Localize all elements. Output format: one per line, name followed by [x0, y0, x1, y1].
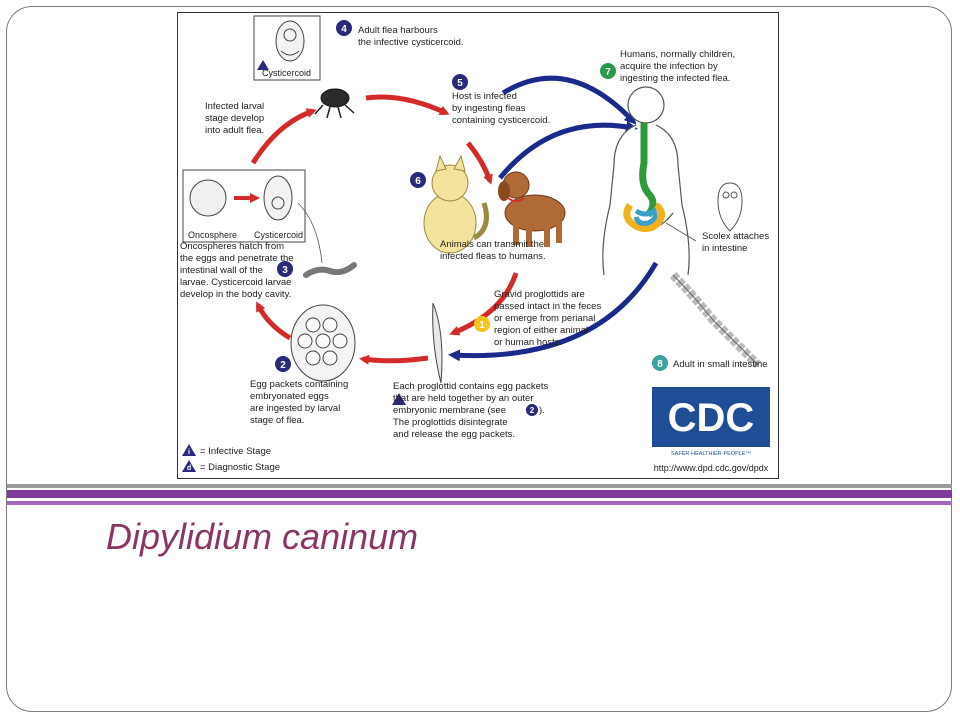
- larval-stage-text: Infected larval stage develop into adult…: [205, 101, 267, 136]
- digestive-tract-icon: [639, 123, 657, 218]
- legend: i = Infective Stage d = Diagnostic Stage: [182, 444, 280, 473]
- step-badge-5: [452, 74, 468, 90]
- slide-title: Dipylidium caninum: [106, 516, 419, 557]
- intestine-icon: [623, 202, 665, 232]
- svg-text:8: 8: [657, 359, 663, 370]
- svg-text:7: 7: [605, 67, 611, 78]
- arrow-eggs-to-larvae: [255, 301, 292, 341]
- divider-purple-thick: [7, 490, 952, 498]
- step-badge-4: [336, 20, 352, 36]
- oncosphere-label: Oncosphere: [188, 230, 237, 240]
- step-7-text: Humans, normally children, acquire the i…: [620, 49, 738, 84]
- step-badges: 1 2 3 4 5 6 7 8: [275, 20, 668, 372]
- step-badge-2: [275, 356, 291, 372]
- proglottid-ref-number: 2: [530, 406, 535, 415]
- egg-cluster: [297, 317, 348, 366]
- step-5-text: Host is infected by ingesting fleas cont…: [452, 91, 550, 126]
- diagnostic-icon-proglottid: [392, 393, 406, 405]
- step-3-text: Oncospheres hatch from the eggs and pene…: [180, 241, 296, 300]
- larva-icon: [303, 262, 357, 278]
- step-6-text: Animals can transmit the infected fleas …: [440, 239, 547, 262]
- infective-icon-top: [257, 60, 269, 70]
- cysticercoid-icon-middle: [263, 175, 293, 221]
- svg-text:d: d: [187, 465, 191, 472]
- infective-stage-icon: [182, 444, 196, 456]
- cdc-tagline: SAFER·HEALTHIER·PEOPLE™: [671, 451, 751, 457]
- step-1-text: Gravid proglottids are passed intact in …: [494, 289, 604, 348]
- cdc-logo-text: CDC: [668, 396, 755, 440]
- step-badge-3: [277, 261, 293, 277]
- diagnostic-stage-label: = Diagnostic Stage: [200, 462, 280, 473]
- proglottid-ref-badge: [526, 404, 538, 416]
- arrow-human-to-proglottid: [448, 261, 659, 362]
- cdc-logo: CDC SAFER·HEALTHIER·PEOPLE™ http://www.d…: [652, 387, 770, 473]
- arrow-host-to-animals: [466, 141, 493, 185]
- divider-purple-thin: [7, 501, 952, 505]
- svg-text:i: i: [188, 449, 190, 456]
- dog-icon: [498, 171, 566, 247]
- life-cycle-diagram: Cysticercoid Oncosphere Cysticercoid: [177, 12, 779, 479]
- cysticercoid-label-middle: Cysticercoid: [254, 230, 303, 240]
- cysticercoid-label-top: Cysticercoid: [262, 68, 311, 78]
- step-badge-7: [600, 63, 616, 79]
- flea-icon: [320, 88, 350, 108]
- step-8-text: Adult in small intestine: [673, 359, 768, 370]
- svg-text:2: 2: [280, 360, 286, 371]
- arrow-flea-to-host: [365, 94, 450, 116]
- proglottid-icon: [432, 302, 443, 384]
- svg-text:3: 3: [282, 265, 288, 276]
- svg-text:4: 4: [341, 24, 347, 35]
- svg-text:1: 1: [479, 320, 485, 331]
- step-badge-6: [410, 172, 426, 188]
- life-cycle-svg: Cysticercoid Oncosphere Cysticercoid: [180, 15, 772, 473]
- step-badge-8: [652, 355, 668, 371]
- cat-icon: [423, 154, 489, 254]
- proglottid-ref-close: ).: [539, 405, 545, 416]
- scolex-icon: [717, 182, 743, 232]
- arrow-animals-to-proglottid: [449, 272, 519, 336]
- diagnostic-stage-icon: [182, 460, 196, 472]
- scolex-text: Scolex attaches in intestine: [702, 231, 772, 254]
- step-2-text: Egg packets containing embryonated eggs …: [250, 379, 351, 426]
- svg-text:5: 5: [457, 78, 463, 89]
- svg-text:6: 6: [415, 176, 421, 187]
- arrow-proglottid-to-eggs: [359, 354, 429, 365]
- arrow-fleas-to-human-top: [501, 75, 637, 125]
- step-4-text: Adult flea harbours the infective cystic…: [358, 25, 464, 48]
- arrow-animals-to-human: [498, 120, 638, 180]
- cdc-url: http://www.dpd.cdc.gov/dpdx: [654, 463, 769, 473]
- oncosphere-icon: [189, 179, 227, 217]
- divider-grey: [7, 484, 952, 488]
- arrow-larval-to-flea: [250, 108, 317, 165]
- proglottid-text: Each proglottid contains egg packets tha…: [393, 381, 551, 440]
- infective-stage-label: = Infective Stage: [200, 446, 271, 457]
- step-badge-1: [474, 316, 490, 332]
